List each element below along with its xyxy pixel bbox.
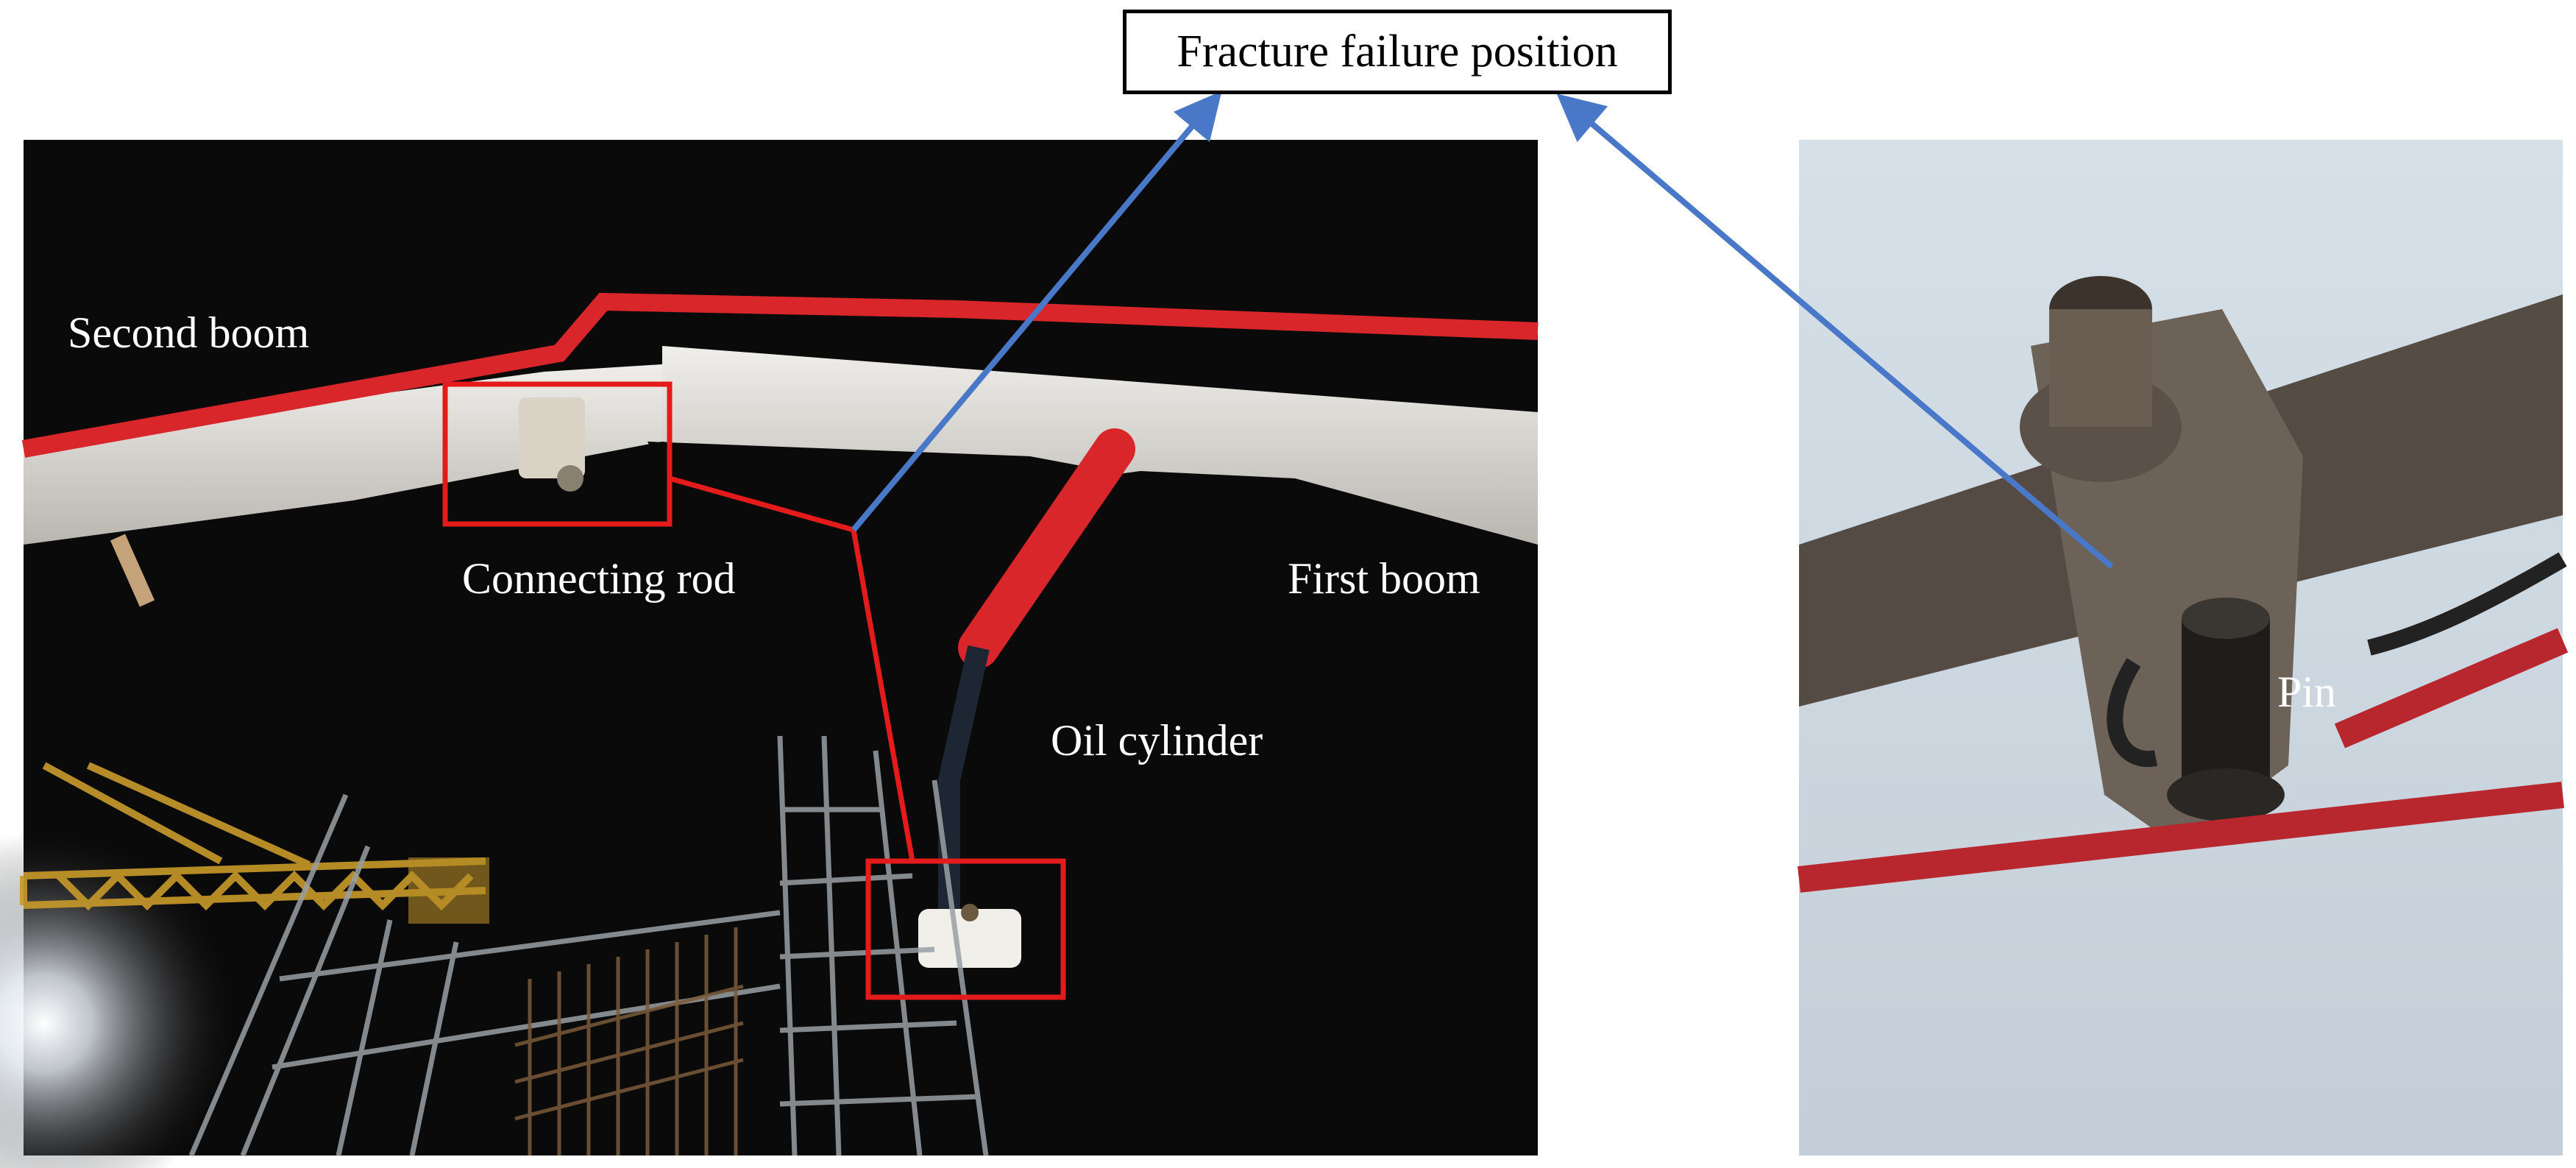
concrete-pump-boom (21, 292, 1539, 968)
connecting-rod-highlight-box (442, 381, 673, 527)
arrow-left-to-callout (851, 91, 1222, 532)
label-first-boom: First boom (1288, 554, 1480, 603)
cylinder-end-block (918, 909, 1021, 968)
pointer-arrows (851, 91, 2114, 570)
right-photo (1798, 140, 2569, 1155)
label-second-boom: Second boom (68, 308, 310, 357)
cylinder-end-highlight-box (865, 858, 1066, 1000)
scaffolding (188, 735, 989, 1157)
fracture-callout-text: Fracture failure position (1177, 26, 1618, 77)
label-oil-cylinder: Oil cylinder (1051, 716, 1263, 765)
left-photo (0, 140, 1539, 1168)
oil-cylinder-body (958, 428, 1135, 668)
tower-crane (20, 762, 489, 924)
arrow-right-to-callout (1556, 93, 2114, 570)
pin-shaft (2182, 618, 2270, 787)
fracture-callout-box: Fracture failure position (1123, 10, 1672, 94)
rebar-cage (514, 927, 744, 1155)
floodlight-glow (0, 832, 235, 1168)
label-connecting-rod: Connecting rod (462, 554, 736, 603)
label-pin: Pin (2277, 668, 2337, 716)
connecting-rod-part (519, 397, 585, 478)
